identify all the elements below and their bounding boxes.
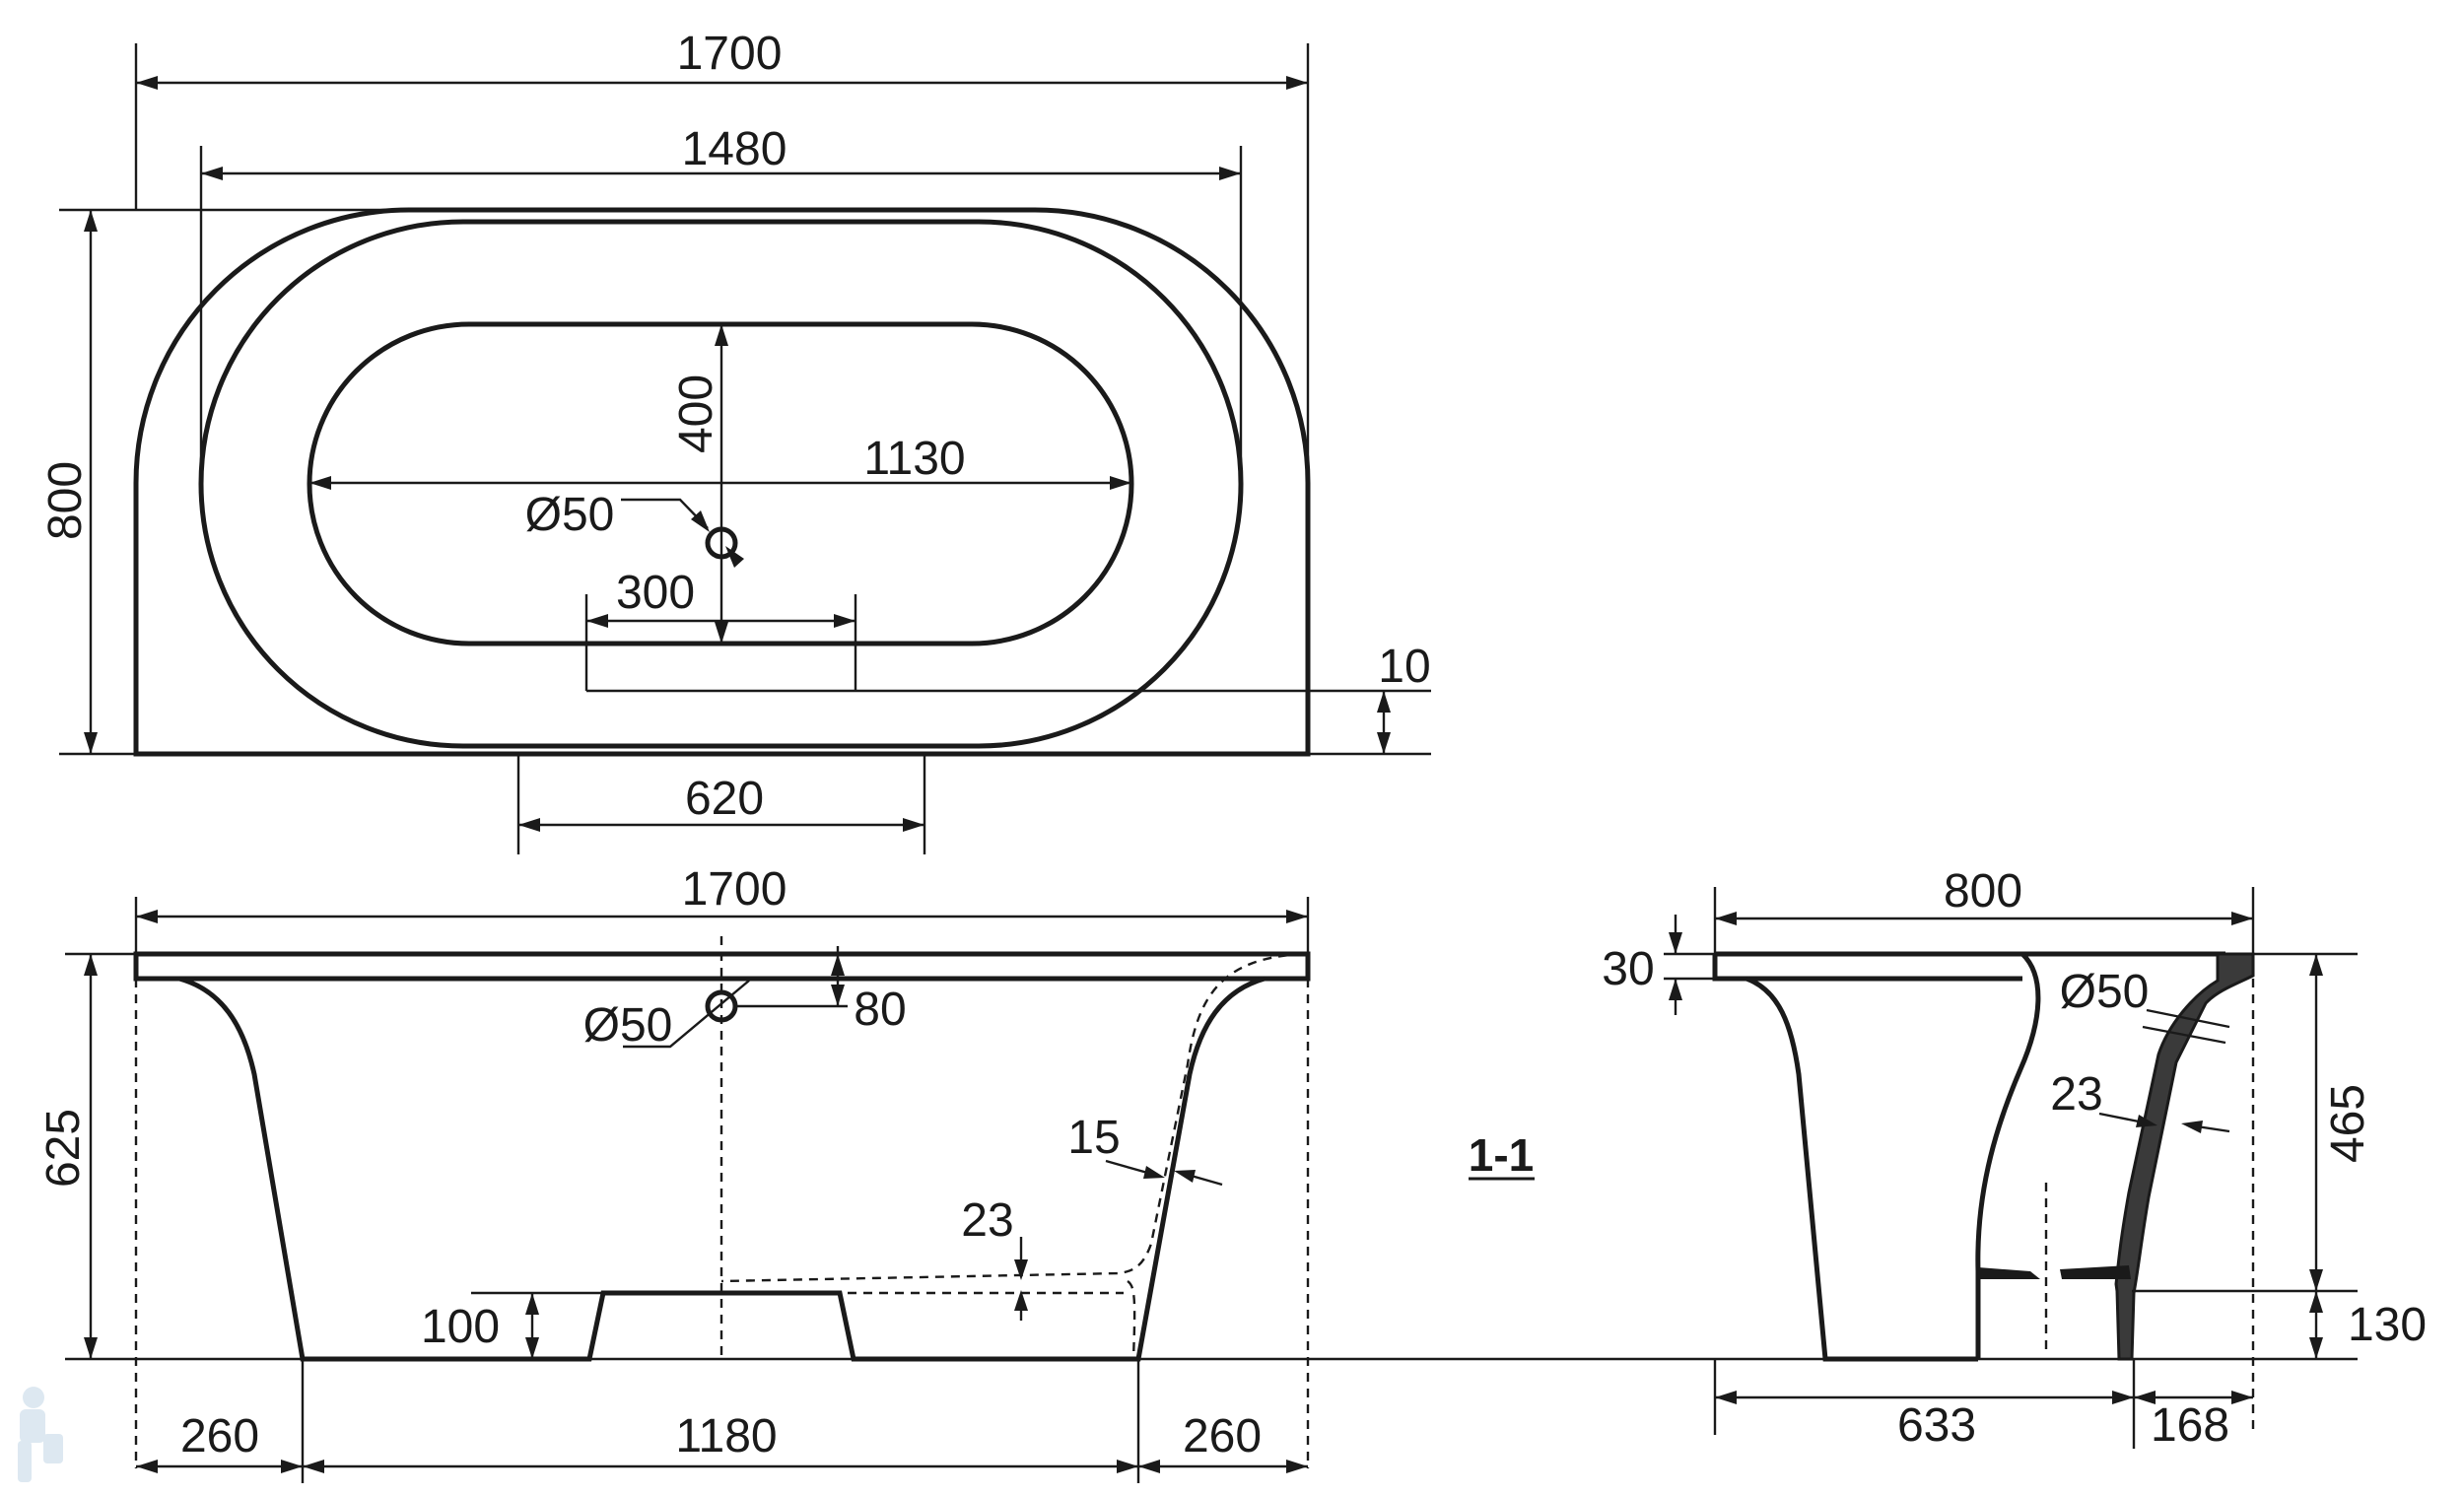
side-base-height-label: 130 — [2348, 1299, 2427, 1351]
front-foot-left-label: 260 — [180, 1410, 259, 1462]
top-base-width-label: 620 — [685, 773, 764, 825]
section-label: 1-1 — [1469, 1129, 1534, 1181]
top-basin-length-label: 1130 — [863, 433, 965, 485]
side-base-depth-label: 633 — [1897, 1399, 1976, 1452]
side-overflow-diameter-label: Ø50 — [2060, 966, 2150, 1018]
top-inner-length-label: 1480 — [682, 123, 787, 175]
watermark-figure-icon — [18, 1387, 63, 1482]
top-view: 1700 1480 800 400 1130 Ø50 — [39, 28, 1431, 854]
side-outer-body — [1745, 976, 1978, 1362]
top-outer-outline — [133, 207, 1311, 757]
top-drain-diameter-label: Ø50 — [525, 489, 615, 541]
front-height-label: 625 — [37, 1109, 90, 1188]
top-overall-length-label: 1700 — [677, 28, 783, 80]
front-overflow-diameter-label: Ø50 — [583, 999, 673, 1052]
front-base-length-label: 1180 — [675, 1410, 777, 1462]
top-edge-offset-label: 10 — [1378, 641, 1430, 693]
top-basin-halfwidth-label: 400 — [670, 374, 722, 453]
front-foot-right-label: 260 — [1183, 1410, 1262, 1462]
front-view: 1700 625 Ø50 80 15 23 100 — [37, 863, 2358, 1483]
side-wall-thickness-label: 23 — [2050, 1068, 2102, 1121]
side-rim-thickness-label: 30 — [1602, 943, 1654, 995]
side-foot-depth-label: 168 — [2151, 1399, 2229, 1452]
front-overall-length-label: 1700 — [682, 863, 787, 916]
front-bottom-thickness-label: 23 — [961, 1194, 1013, 1247]
front-plinth-height-label: 100 — [421, 1301, 500, 1353]
top-overall-width-label: 800 — [39, 461, 92, 540]
side-inner-curve — [1975, 952, 2041, 1359]
top-drain-offset-label: 300 — [616, 567, 695, 619]
top-rim-oval — [198, 219, 1244, 749]
side-inner-height-label: 465 — [2322, 1084, 2374, 1163]
front-wall-thickness-label: 15 — [1067, 1112, 1120, 1164]
front-hidden-interior — [720, 952, 1304, 1283]
side-overall-width-label: 800 — [1944, 865, 2022, 918]
side-view: 800 30 Ø50 23 465 130 — [1602, 865, 2427, 1452]
front-overflow-depth-label: 80 — [854, 984, 906, 1036]
